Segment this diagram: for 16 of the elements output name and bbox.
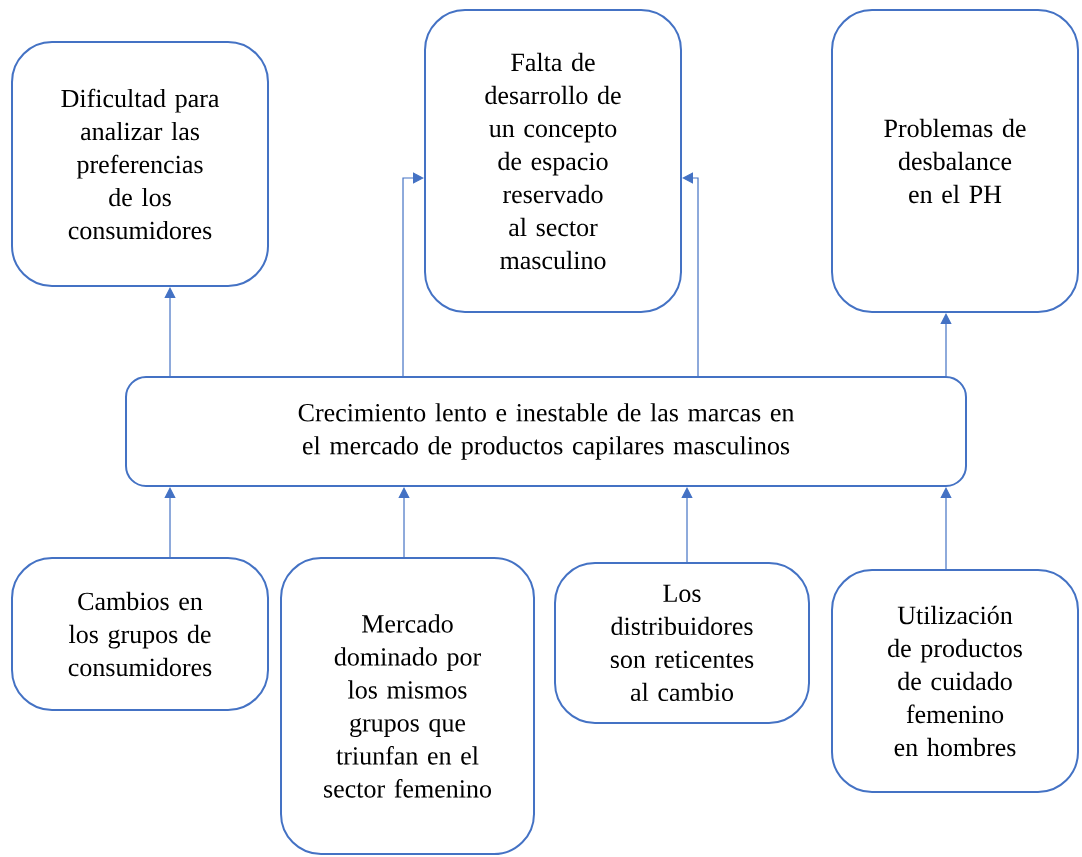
arrow	[940, 313, 952, 377]
cause-box: Utilización de productos de cuidado femenino en hombres	[831, 569, 1079, 793]
cause-box: Problemas de desbalance en el PH	[831, 9, 1079, 313]
cause-box: Cambios en los grupos de consumidores	[11, 557, 269, 711]
cause-box: Los distribuidores son reticentes al cambio	[554, 562, 810, 724]
cause-box: Mercado dominado por los mismos grupos que triunfan en el sector femenino	[280, 557, 535, 855]
arrow	[402, 172, 424, 377]
arrow	[940, 487, 952, 570]
arrow	[681, 487, 693, 563]
arrow	[164, 487, 176, 558]
cause-box: Dificultad para analizar las preferencias de los consumidores	[11, 41, 269, 287]
cause-box: Falta de desarrollo de un concepto de espacio reservado al sector masculino	[424, 9, 682, 313]
cause-box: Crecimiento lento e inestable de las marcas en el mercado de productos capilares masculinos	[125, 376, 967, 487]
arrow	[164, 287, 176, 377]
arrow	[682, 172, 699, 377]
arrow	[398, 487, 410, 558]
